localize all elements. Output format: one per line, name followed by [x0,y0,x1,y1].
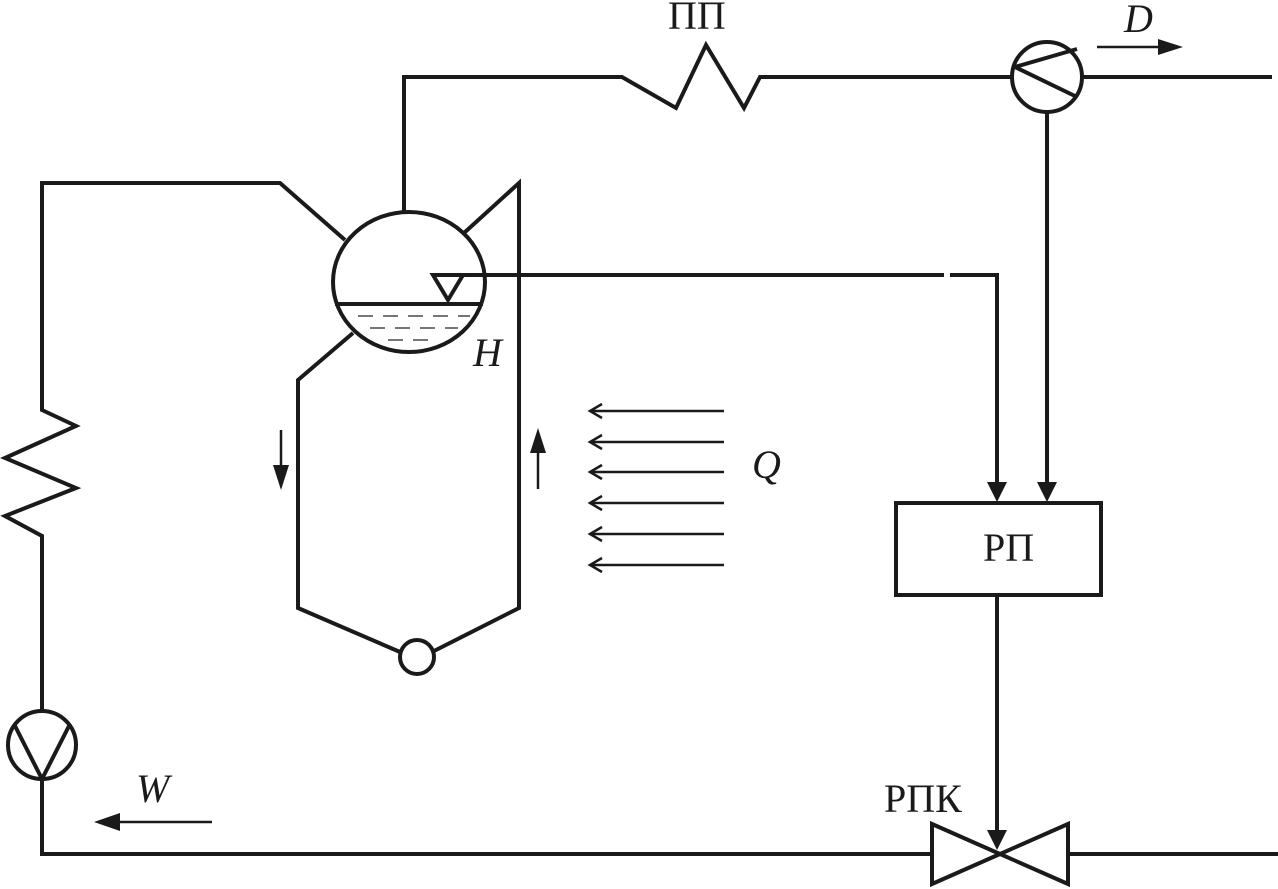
riser [433,178,521,653]
steam-flow-meter [1010,40,1084,114]
level-sensor [429,273,467,304]
level-signal-line-b [950,273,999,490]
steam-pipe [402,40,1013,213]
feedwater-label: W [136,766,173,811]
level-label: H [472,330,504,375]
control-signal-arrowhead [987,830,1007,850]
economizer [0,181,347,711]
feedwater-arrow [94,813,212,831]
steam-flow-arrow [1097,39,1183,55]
controller-label: РП [983,525,1034,570]
drum [331,210,487,354]
lower-header [398,638,436,676]
level-signal-arrowhead [987,482,1007,502]
flow-signal-arrowhead [1037,482,1057,502]
superheater-label: ПП [668,0,726,38]
valve-label: РПК [884,776,962,821]
upflow-arrow [530,428,546,489]
downflow-arrow [273,430,289,490]
heat-arrows [587,402,724,574]
heat-label: Q [752,442,781,487]
downcomer [296,331,401,654]
feedwater-pipe-left [40,779,932,856]
feedwater-flow-meter [6,709,78,781]
steam-flow-label: D [1123,0,1153,41]
